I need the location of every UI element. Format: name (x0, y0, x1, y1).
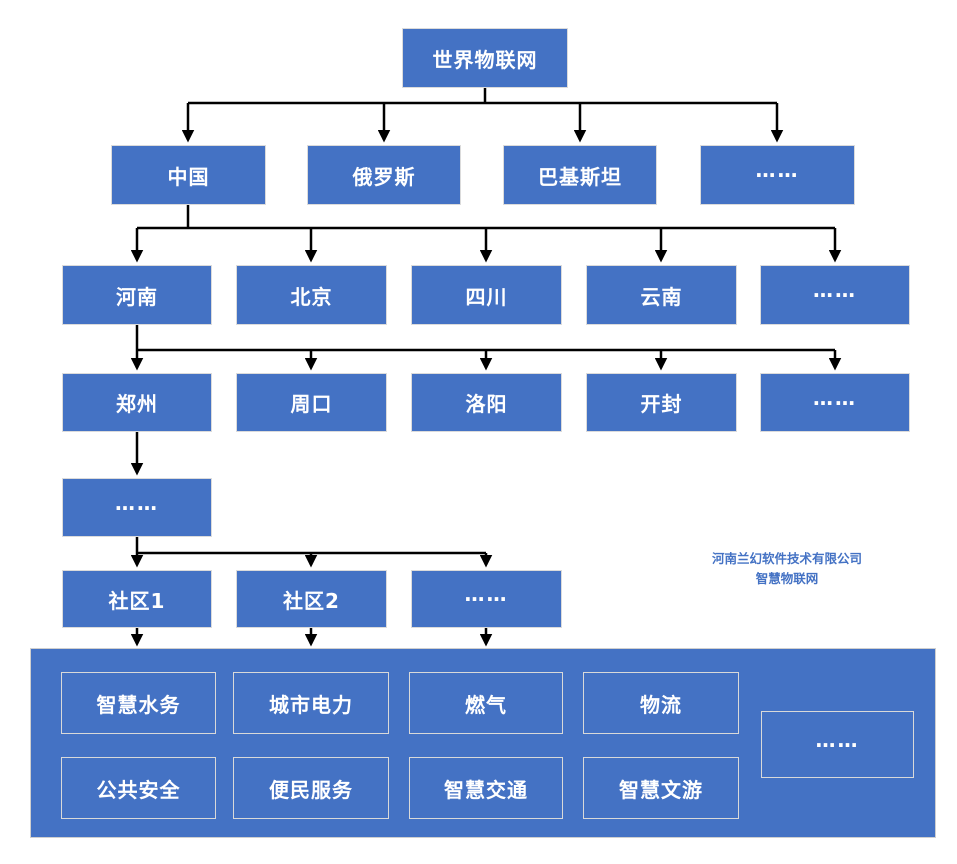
node-sichuan: 四川 (411, 265, 562, 325)
ellipsis-label: …… (755, 158, 800, 182)
node-beijing: 北京 (236, 265, 387, 325)
service-smart-tourism: 智慧文游 (583, 757, 739, 819)
service-public-safety: 公共安全 (61, 757, 216, 819)
node-henan: 河南 (62, 265, 212, 325)
node-luoyang: 洛阳 (411, 373, 562, 432)
ellipsis-label: …… (813, 278, 857, 302)
watermark-company: 河南兰幻软件技术有限公司 (711, 551, 862, 566)
node-districts-more: …… (62, 478, 212, 537)
services-container: 智慧水务 城市电力 燃气 物流 公共安全 便民服务 智慧交通 智慧文游 …… (30, 648, 936, 838)
node-zhengzhou: 郑州 (62, 373, 212, 432)
node-provinces-more: …… (760, 265, 910, 325)
node-community-2: 社区2 (236, 570, 387, 628)
node-russia: 俄罗斯 (307, 145, 461, 205)
ellipsis-label: …… (464, 582, 509, 606)
node-community-1: 社区1 (62, 570, 212, 628)
ellipsis-label: …… (115, 490, 159, 515)
node-kaifeng: 开封 (586, 373, 737, 432)
service-logistics: 物流 (583, 672, 739, 734)
watermark: 河南兰幻软件技术有限公司 智慧物联网 (682, 549, 892, 589)
service-city-power: 城市电力 (233, 672, 389, 734)
ellipsis-label: …… (813, 385, 857, 410)
service-gas: 燃气 (409, 672, 563, 734)
watermark-product: 智慧物联网 (755, 571, 819, 586)
node-china: 中国 (111, 145, 266, 205)
service-smart-traffic: 智慧交通 (409, 757, 563, 819)
node-world-iot: 世界物联网 (402, 28, 568, 88)
service-convenience: 便民服务 (233, 757, 389, 819)
node-countries-more: …… (700, 145, 855, 205)
node-pakistan: 巴基斯坦 (503, 145, 657, 205)
node-yunnan: 云南 (586, 265, 737, 325)
node-communities-more: …… (411, 570, 562, 628)
service-more: …… (761, 711, 914, 778)
node-zhoukou: 周口 (236, 373, 387, 432)
node-cities-more: …… (760, 373, 910, 432)
ellipsis-label: …… (815, 727, 860, 752)
service-smart-water: 智慧水务 (61, 672, 216, 734)
